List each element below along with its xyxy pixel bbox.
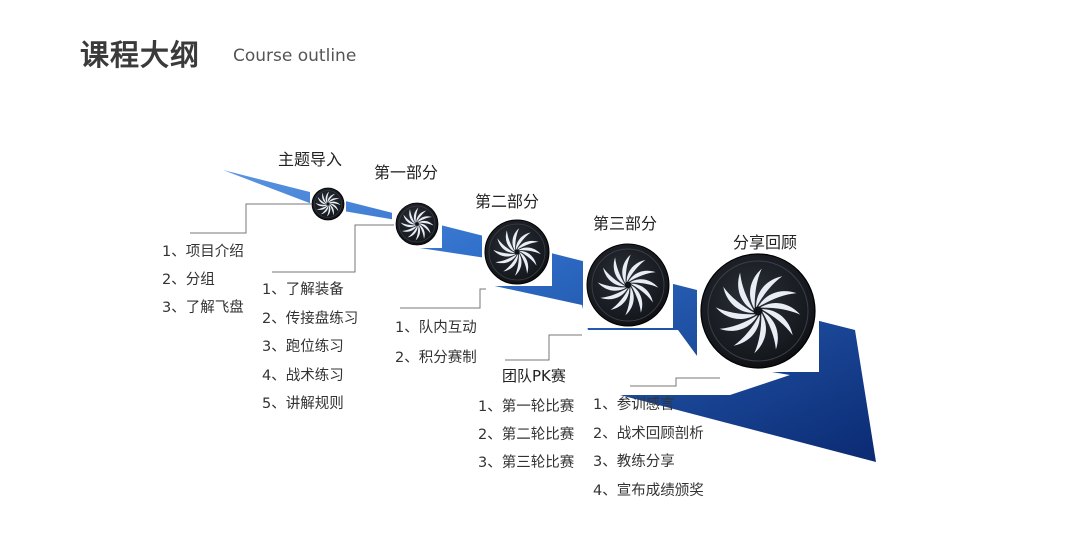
page-subtitle: Course outline [233, 46, 357, 66]
stage-title-2: 第一部分 [374, 163, 439, 182]
stage-1-list: 1、项目介绍 2、分组 3、了解飞盘 [162, 238, 244, 322]
leader-line [272, 224, 394, 273]
list-item: 3、教练分享 [593, 454, 675, 470]
list-item: 2、分组 [162, 272, 215, 288]
stage-title-4: 第三部分 [593, 214, 658, 233]
stage-3-list: 1、队内互动 2、积分赛制 [395, 313, 477, 373]
list-item: 4、宣布成绩颁奖 [593, 482, 704, 499]
frisbee-disc-icon [700, 253, 816, 369]
list-item: 1、参训感言 [593, 397, 675, 413]
list-item: 5、讲解规则 [262, 396, 344, 412]
leader-line [630, 377, 720, 387]
leader-line [400, 288, 486, 309]
list-item: 4、战术练习 [262, 367, 344, 384]
list-item: 1、队内互动 [395, 320, 477, 336]
list-item: 3、跑位练习 [262, 339, 344, 355]
list-item: 3、第三轮比赛 [478, 455, 575, 471]
list-item: 2、战术回顾剖析 [593, 425, 704, 442]
stage-4-list: 1、第一轮比赛 2、第二轮比赛 3、第三轮比赛 [478, 393, 574, 477]
list-item: 1、了解装备 [262, 282, 344, 298]
stage-title-5: 分享回顾 [733, 233, 798, 252]
leader-line [190, 203, 312, 234]
frisbee-disc-icon [395, 202, 439, 246]
stage-5-list: 1、参训感言 2、战术回顾剖析 3、教练分享 4、宣布成绩颁奖 [593, 391, 704, 505]
stage-2-list: 1、了解装备 2、传接盘练习 3、跑位练习 4、战术练习 5、讲解规则 [262, 276, 358, 419]
frisbee-disc-icon [586, 243, 670, 327]
stage-title-3: 第二部分 [475, 192, 540, 211]
frisbee-disc-icon [311, 187, 345, 221]
list-item: 1、第一轮比赛 [478, 399, 575, 415]
stage-title-1: 主题导入 [278, 150, 343, 169]
list-item: 3、了解飞盘 [162, 300, 244, 316]
frisbee-disc-icon [484, 219, 550, 285]
list-item: 2、积分赛制 [395, 350, 477, 366]
list-item: 2、传接盘练习 [262, 310, 359, 327]
page-title: 课程大纲 [80, 38, 201, 72]
stage-4-subtitle: 团队PK赛 [502, 367, 566, 385]
list-item: 2、第二轮比赛 [478, 427, 575, 443]
leader-line [505, 334, 582, 361]
list-item: 1、项目介绍 [162, 244, 244, 260]
